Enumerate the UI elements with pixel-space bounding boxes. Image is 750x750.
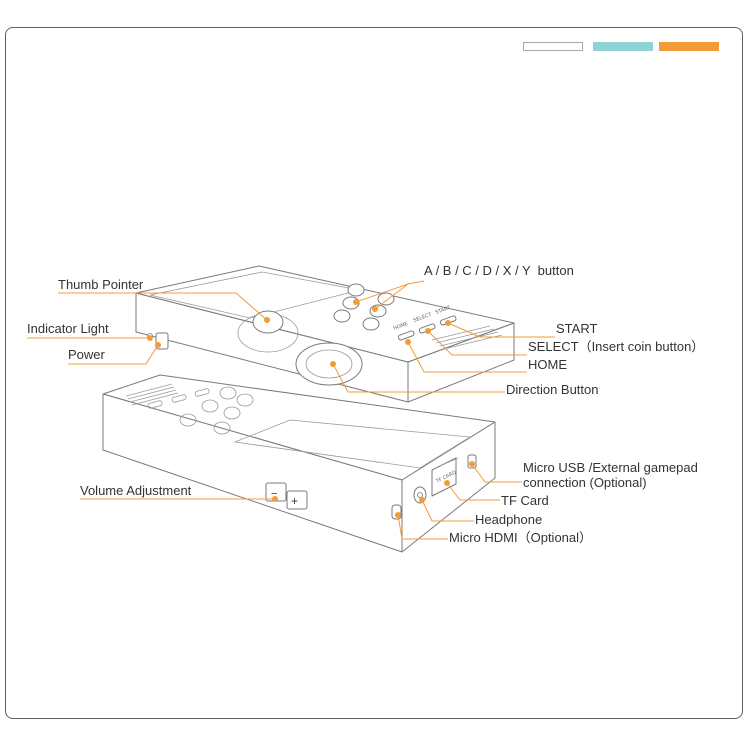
button-b xyxy=(347,283,365,297)
label-select: SELECT（Insert coin button） xyxy=(528,339,704,354)
label-micro-usb-line2: connection (Optional) xyxy=(523,475,647,490)
rear-button-4 xyxy=(213,421,231,435)
start-device-text: START xyxy=(435,305,452,316)
label-direction-button: Direction Button xyxy=(506,382,599,397)
label-micro-hdmi: Micro HDMI（Optional） xyxy=(449,530,592,545)
labels: Thumb Pointer Indicator Light Power A / … xyxy=(27,263,704,545)
button-y xyxy=(362,317,380,331)
direction-pad xyxy=(295,342,363,386)
button-d xyxy=(377,292,395,306)
leader-headphone xyxy=(421,499,474,522)
leader-start xyxy=(447,322,555,338)
label-indicator-light: Indicator Light xyxy=(27,321,109,336)
label-power: Power xyxy=(68,347,106,362)
rear-button-3 xyxy=(223,406,241,420)
rear-device-screen xyxy=(233,419,472,469)
label-home: HOME xyxy=(528,357,567,372)
rear-button-6 xyxy=(219,386,237,400)
label-abcdxy-button: A / B / C / D / X / Y button xyxy=(424,263,574,278)
rear-speaker-grill xyxy=(125,383,179,406)
label-tf-card: TF Card xyxy=(501,493,549,508)
leader-micro-hdmi xyxy=(397,514,448,540)
leader-micro-usb xyxy=(471,463,522,483)
leader-home xyxy=(407,341,527,373)
leader-power xyxy=(68,344,159,365)
leader-tf-card xyxy=(446,482,500,501)
swatch-teal xyxy=(593,42,653,51)
volume-minus-text: − xyxy=(271,488,277,500)
label-volume-adjustment: Volume Adjustment xyxy=(80,483,192,498)
rear-button-5 xyxy=(236,393,254,407)
front-device-top-face xyxy=(135,265,515,363)
volume-plus-text: + xyxy=(291,494,298,508)
leader-select xyxy=(427,330,527,356)
leader-direction xyxy=(332,363,505,393)
leader-dots xyxy=(147,299,475,518)
rear-button-2 xyxy=(201,399,219,413)
home-device-text: HOME xyxy=(393,321,409,332)
swatch-orange xyxy=(659,42,719,51)
leader-thumb-pointer xyxy=(58,292,268,321)
rear-device: − + TF CARD xyxy=(102,374,496,553)
home-button xyxy=(397,330,415,341)
volume-buttons: − + xyxy=(265,482,308,510)
label-thumb-pointer: Thumb Pointer xyxy=(58,277,144,292)
diagram-frame xyxy=(5,27,743,719)
leader-abcdxy-2 xyxy=(374,283,409,310)
rear-button-1 xyxy=(179,413,197,427)
label-micro-usb-line1: Micro USB /External gamepad xyxy=(523,460,698,475)
label-start: START xyxy=(556,321,597,336)
leader-lines xyxy=(27,280,555,540)
button-x xyxy=(333,309,351,323)
label-headphone: Headphone xyxy=(475,512,542,527)
front-device: HOME SELECT START xyxy=(135,265,515,403)
swatch-white xyxy=(523,42,583,51)
